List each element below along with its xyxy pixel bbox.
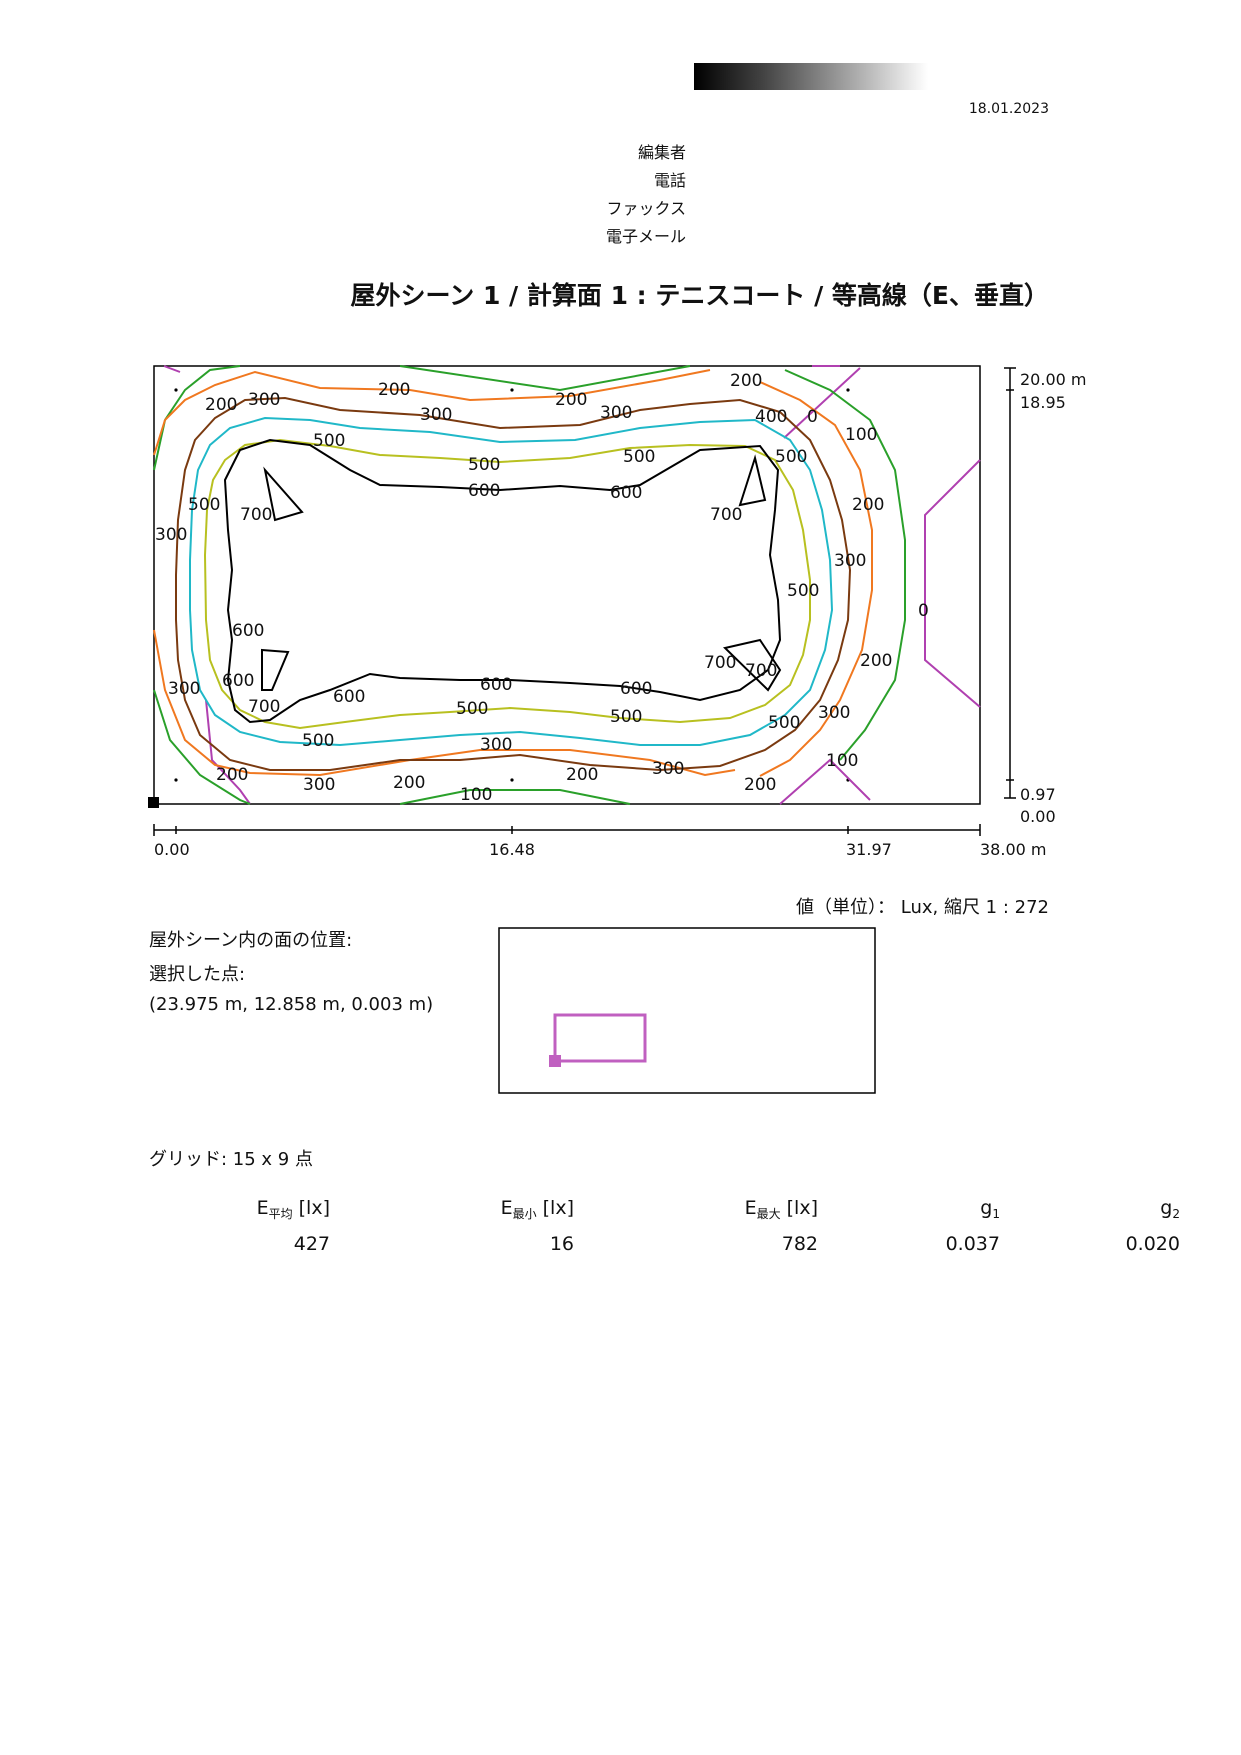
label-200: 200: [860, 651, 892, 671]
scene-outline: [498, 927, 876, 1094]
contour-labels: 200 300 200 300 200 300 200 400 0 100 50…: [155, 371, 929, 805]
contour-600: [223, 438, 782, 724]
label-200: 200: [566, 765, 598, 785]
label-600: 600: [620, 679, 652, 699]
selected-point-label: 選択した点:: [149, 964, 246, 985]
fax-label: ファックス: [606, 199, 686, 218]
label-500: 500: [610, 707, 642, 727]
label-600: 600: [468, 481, 500, 501]
stat-header-g1: g1: [980, 1197, 1000, 1221]
label-300: 300: [652, 759, 684, 779]
label-700: 700: [240, 505, 272, 525]
label-300: 300: [168, 679, 200, 699]
label-400: 400: [755, 407, 787, 427]
label-200: 200: [393, 773, 425, 793]
label-500: 500: [456, 699, 488, 719]
contour-0: [163, 365, 981, 805]
label-600: 600: [333, 687, 365, 707]
label-500: 500: [768, 713, 800, 733]
label-700: 700: [745, 661, 777, 681]
label-300: 300: [818, 703, 850, 723]
plot-frame: [153, 365, 981, 805]
grid-dots: [174, 388, 850, 782]
contour-100: [153, 365, 906, 805]
label-200: 200: [730, 371, 762, 391]
label-200: 200: [205, 395, 237, 415]
stat-value-e-max: 782: [781, 1233, 818, 1255]
label-500: 500: [468, 455, 500, 475]
label-200: 200: [852, 495, 884, 515]
label-100: 100: [460, 785, 492, 805]
label-500: 500: [775, 447, 807, 467]
position-label: 屋外シーン内の面の位置:: [149, 930, 353, 951]
label-500: 500: [623, 447, 655, 467]
phone-label: 電話: [653, 171, 686, 190]
y-axis-label-top: 20.00 m: [1020, 370, 1086, 389]
logo-gradient: [694, 63, 928, 90]
editor-label: 編集者: [637, 143, 686, 162]
stat-value-g2: 0.020: [1125, 1233, 1180, 1255]
contour-300: [175, 396, 852, 772]
stat-header-e-avg: E平均 [lx]: [256, 1197, 330, 1221]
email-label: 電子メール: [605, 227, 686, 246]
label-500: 500: [302, 731, 334, 751]
x-axis-label: 31.97: [846, 840, 892, 859]
label-300: 300: [600, 403, 632, 423]
surface-origin-marker: [549, 1055, 561, 1067]
stat-value-e-avg: 427: [293, 1233, 330, 1255]
label-100: 100: [845, 425, 877, 445]
stat-value-e-min: 16: [549, 1233, 574, 1255]
label-700: 700: [710, 505, 742, 525]
y-axis-label: 0.97: [1020, 785, 1056, 804]
page-title: 屋外シーン 1 / 計算面 1 : テニスコート / 等高線（E、垂直）: [350, 281, 1049, 310]
label-300: 300: [480, 735, 512, 755]
stat-header-e-max: E最大 [lx]: [744, 1197, 818, 1221]
contour-plot: 200 300 200 300 200 300 200 400 0 100 50…: [148, 365, 1086, 859]
label-600: 600: [480, 675, 512, 695]
label-600: 600: [610, 483, 642, 503]
report-date: 18.01.2023: [968, 101, 1049, 117]
contour-700: [261, 454, 782, 692]
scene-overview-map: [498, 927, 876, 1094]
label-0: 0: [807, 407, 818, 427]
contour-500: [203, 438, 811, 730]
label-300: 300: [155, 525, 187, 545]
label-600: 600: [222, 671, 254, 691]
label-700: 700: [248, 697, 280, 717]
label-200: 200: [744, 775, 776, 795]
stat-value-g1: 0.037: [945, 1233, 1000, 1255]
surface-outline: [553, 1013, 647, 1063]
label-300: 300: [248, 390, 280, 410]
label-500: 500: [313, 431, 345, 451]
label-300: 300: [420, 405, 452, 425]
label-500: 500: [787, 581, 819, 601]
x-axis: [153, 824, 981, 836]
label-100: 100: [826, 751, 858, 771]
label-200: 200: [378, 380, 410, 400]
origin-marker: [148, 797, 159, 808]
y-axis-label-bottom: 0.00: [1020, 807, 1056, 826]
x-axis-label: 16.48: [489, 840, 535, 859]
x-axis-label: 0.00: [154, 840, 190, 859]
x-axis-label-end: 38.00 m: [980, 840, 1046, 859]
label-300: 300: [834, 551, 866, 571]
label-700: 700: [704, 653, 736, 673]
contour-400: [189, 416, 834, 747]
label-300: 300: [303, 775, 335, 795]
y-axis-label: 18.95: [1020, 393, 1066, 412]
label-600: 600: [232, 621, 264, 641]
label-200: 200: [555, 390, 587, 410]
selected-point-coords: (23.975 m, 12.858 m, 0.003 m): [149, 994, 434, 1015]
stat-header-g2: g2: [1160, 1197, 1180, 1221]
label-500: 500: [188, 495, 220, 515]
label-200: 200: [216, 765, 248, 785]
label-0: 0: [918, 601, 929, 621]
contour-200: [153, 369, 873, 777]
grid-info: グリッド: 15 x 9 点: [149, 1149, 313, 1170]
units-scale-text: 値（単位）： Lux, 縮尺 1 : 272: [796, 897, 1049, 918]
y-axis: [1004, 367, 1016, 799]
stat-header-e-min: E最小 [lx]: [500, 1197, 574, 1221]
